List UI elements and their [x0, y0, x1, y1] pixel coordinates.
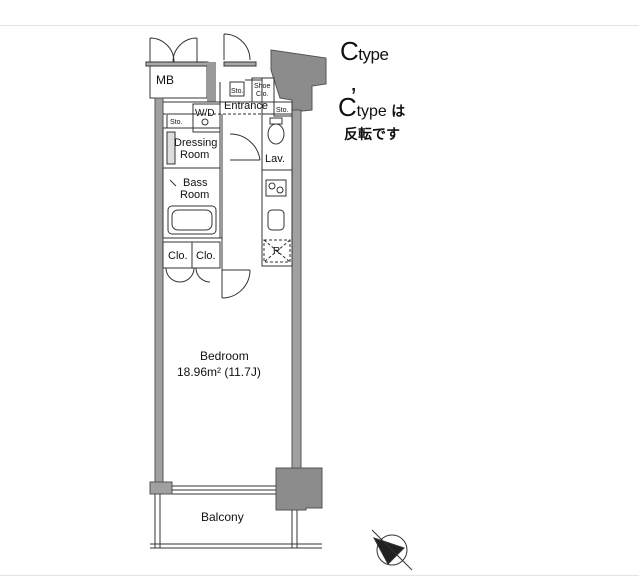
wd-label: W/D	[195, 108, 214, 119]
fridge-space	[263, 239, 291, 263]
wall-top-left	[145, 61, 209, 67]
kitchen-counter	[261, 169, 293, 267]
sto-left-label: Sto.	[170, 119, 183, 126]
sto-top-label: Sto.	[231, 88, 244, 95]
bass-label: Bass	[183, 177, 208, 189]
bottom-divider	[0, 575, 639, 576]
bathtub	[167, 205, 217, 235]
bass-room-label: Room	[180, 189, 209, 201]
type-c-prime-title: C’type は	[338, 82, 406, 122]
sink	[267, 209, 285, 231]
sto-right-label: Sto.	[276, 107, 289, 114]
wall-left	[154, 97, 164, 491]
wall-top-mid	[223, 61, 257, 67]
shoe-label: Shoe	[254, 83, 270, 90]
bedroom-label: Bedroom	[200, 349, 249, 363]
dressing-room-label: Room	[180, 149, 209, 161]
top-door-swings	[149, 33, 251, 63]
bedroom-area-label: 18.96m² (11.7J)	[177, 365, 261, 379]
mb-wall	[207, 62, 216, 102]
stove	[265, 179, 287, 197]
dressing-label: Dressing	[174, 137, 217, 149]
column-bottom-right	[275, 467, 323, 511]
type-c-title: Ctype	[340, 36, 389, 66]
wall-right	[291, 109, 302, 471]
balcony-label: Balcony	[201, 510, 244, 524]
column-top-right	[270, 49, 327, 113]
sto-top-box	[229, 81, 245, 97]
shoe-closet	[251, 77, 275, 103]
washer-dryer	[192, 103, 221, 133]
mb-label: MB	[156, 73, 174, 87]
closet-2-label: Clo.	[196, 250, 216, 262]
entrance-label: Entrance	[224, 100, 268, 112]
fridge-label: R	[273, 246, 280, 257]
lav-label: Lav.	[265, 153, 285, 165]
shoe-clo-label: Clo.	[256, 91, 269, 98]
reverse-note: 反転です	[344, 127, 400, 143]
top-divider	[0, 25, 639, 26]
north-compass-icon	[371, 529, 413, 571]
sto-right-box	[273, 101, 293, 117]
mb-box	[149, 65, 208, 99]
closet-1-label: Clo.	[168, 250, 188, 262]
